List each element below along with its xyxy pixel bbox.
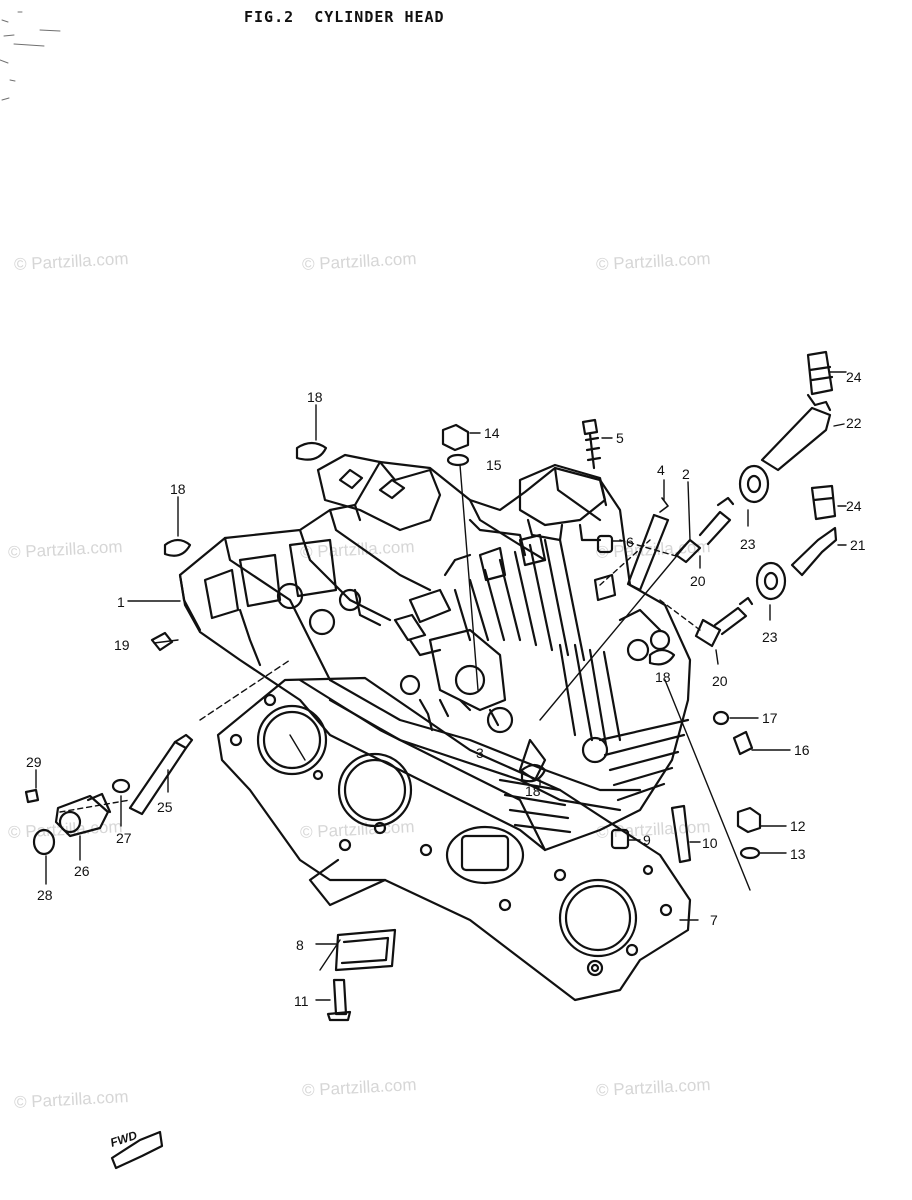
- gasket-plate: [334, 928, 397, 972]
- callout-18: 18: [307, 389, 323, 405]
- callout-10: 10: [702, 835, 718, 851]
- callout-11: 11: [294, 993, 309, 1009]
- callout-5: 5: [616, 430, 624, 446]
- callout-18: 18: [525, 783, 541, 799]
- cylinder-head-body: [178, 453, 692, 852]
- callout-28: 28: [37, 887, 53, 903]
- callout-24: 24: [846, 369, 862, 385]
- scan-noise: [0, 11, 61, 101]
- callout-23: 23: [740, 536, 756, 552]
- callout-14: 14: [484, 425, 500, 441]
- callout-17: 17: [762, 710, 778, 726]
- callout-8: 8: [296, 937, 304, 953]
- callout-18: 18: [655, 669, 671, 685]
- callout-25: 25: [157, 799, 173, 815]
- callout-20: 20: [712, 673, 728, 689]
- callout-19: 19: [114, 637, 130, 653]
- callout-27: 27: [116, 830, 132, 846]
- callout-26: 26: [74, 863, 90, 879]
- callout-9: 9: [643, 832, 651, 848]
- callout-22: 22: [846, 415, 862, 431]
- callout-18: 18: [170, 481, 186, 497]
- figure-title: FIG.2 CYLINDER HEAD: [244, 8, 455, 26]
- figure-name: CYLINDER HEAD: [314, 8, 445, 26]
- head-gasket: [216, 676, 692, 1002]
- plug: [163, 538, 192, 557]
- callout-13: 13: [790, 846, 806, 862]
- callout-7: 7: [710, 912, 718, 928]
- callout-12: 12: [790, 818, 806, 834]
- callout-2: 2: [682, 466, 690, 482]
- callout-1: 1: [117, 594, 125, 610]
- leader-lines: [35, 371, 847, 1001]
- callout-23: 23: [762, 629, 778, 645]
- plug: [520, 763, 547, 783]
- plug-19: [150, 631, 174, 652]
- figure-number: FIG.2: [244, 8, 295, 26]
- callout-24: 24: [846, 498, 862, 514]
- callout-3: 3: [476, 745, 484, 761]
- callout-15: 15: [486, 457, 502, 473]
- callout-4: 4: [657, 462, 665, 478]
- cam-caps: [478, 533, 617, 602]
- callout-21: 21: [850, 537, 866, 553]
- callout-20: 20: [690, 573, 706, 589]
- plug: [295, 441, 328, 461]
- callout-6: 6: [626, 534, 634, 550]
- callout-29: 29: [26, 754, 42, 770]
- fwd-arrow: [110, 1130, 164, 1170]
- plug: [648, 648, 676, 666]
- callout-16: 16: [794, 742, 810, 758]
